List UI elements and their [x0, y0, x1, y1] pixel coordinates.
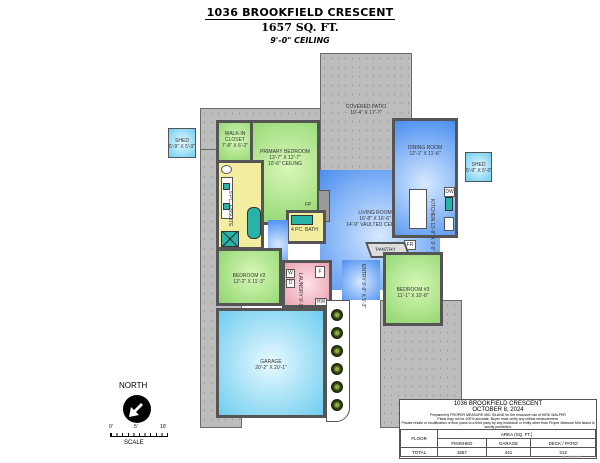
- garage: GARAGE 20'-2" X 20'-1": [216, 308, 326, 418]
- row-total: TOTAL: [399, 447, 439, 457]
- watermark: MLS#####: [562, 454, 582, 459]
- col-area: AREA (SQ. FT.): [437, 429, 596, 439]
- bath-label: 4 PC. BATH: [291, 227, 318, 233]
- closet-label: WALK-IN CLOSET: [224, 131, 246, 143]
- bath: 4 PC. BATH: [286, 210, 326, 244]
- shed-left-dims: 5'-9" X 5'-0": [169, 144, 196, 150]
- scale-tick-0: 0': [109, 424, 113, 430]
- garage-label: GARAGE: [260, 359, 282, 365]
- entry-label: ENTRY: [360, 264, 366, 281]
- dining-room-label: DINING ROOM: [407, 145, 443, 151]
- ensuite: 5 PC. ENSUITE: [216, 160, 264, 250]
- tub-icon: [291, 215, 313, 225]
- primary-bedroom-ceiling: 10'-6" CEILING: [267, 161, 303, 167]
- sink-icon: [223, 183, 230, 190]
- shed-right-label: SHED: [471, 162, 486, 168]
- ensuite-label: 5 PC. ENSUITE: [227, 191, 233, 227]
- tree-icon: [331, 399, 343, 411]
- kitchen-dims: 13'-8" X 9'-0": [429, 222, 435, 252]
- square-footage: 1657 SQ. FT.: [261, 21, 339, 34]
- covered-patio-label: COVERED PATIO: [345, 104, 387, 110]
- bedroom-2-dims: 12'-2" X 11'-3": [233, 279, 265, 285]
- laundry: W D F HW LAUNDRY 9'-10" X 7'-4": [282, 260, 332, 327]
- toilet-icon: [221, 165, 232, 174]
- covered-patio-dims: 19'-4" X 17'-7": [350, 110, 382, 116]
- tree-icon: [331, 363, 343, 375]
- sink-icon: [223, 203, 230, 210]
- scale-tick-5: 5': [134, 424, 138, 430]
- scale-label: SCALE: [124, 440, 144, 446]
- primary-bedroom-dims: 13'-7" X 12'-7": [269, 155, 301, 161]
- shed-right: SHED 5'-9" X 5'-0": [465, 152, 492, 182]
- tree-icon: [331, 327, 343, 339]
- laundry-label: LAUNDRY: [297, 273, 303, 297]
- living-room-ceiling: 14'-9" VAULTED CEILING: [346, 222, 404, 228]
- washer: W: [286, 269, 295, 278]
- north-label: NORTH: [119, 381, 148, 390]
- ceiling-height: 9'-0" CEILING: [270, 36, 330, 45]
- info-box: 1036 BROOKFIELD CRESCENT OCTOBER 8, 2024…: [399, 399, 597, 459]
- bathtub-icon: [247, 207, 261, 239]
- freezer: F: [315, 266, 325, 278]
- val-deck: 312: [530, 447, 596, 457]
- garage-dims: 20'-2" X 20'-1": [255, 365, 287, 371]
- val-finished: 1657: [437, 447, 487, 457]
- col-garage: GARAGE: [485, 438, 532, 448]
- living-room-label: LIVING ROOM: [358, 210, 392, 216]
- closet-dims: 7'-8" X 6'-2": [221, 143, 249, 149]
- val-garage: 441: [485, 447, 532, 457]
- address-title: 1036 BROOKFIELD CRESCENT: [204, 6, 396, 20]
- primary-bedroom-label: PRIMARY BEDROOM: [260, 149, 310, 155]
- info-disclaimer-2: Plans may not be 100% accurate. Buyer mu…: [437, 417, 559, 421]
- col-deck: DECK / PATIO: [530, 438, 596, 448]
- kitchen-label: KITCHEN: [429, 199, 435, 221]
- dining-room-dims: 12'-1" X 11'-6": [409, 151, 441, 157]
- kitchen-island: [409, 189, 427, 229]
- shed-left: SHED 5'-9" X 5'-0": [168, 128, 196, 158]
- col-finished: FINISHED: [437, 438, 487, 448]
- bedroom-3-dims: 11'-1" X 10'-8": [397, 293, 429, 299]
- north-arrow-icon: [123, 395, 151, 423]
- shed-left-label: SHED: [175, 138, 189, 144]
- dining-room: DINING ROOM 12'-1" X 11'-6" DW KITCHEN 1…: [392, 118, 458, 251]
- info-date: OCTOBER 8, 2024: [472, 407, 524, 413]
- dryer: D: [286, 279, 295, 288]
- tree-icon: [331, 381, 343, 393]
- shower-icon: [221, 231, 239, 247]
- tree-icon: [331, 309, 343, 321]
- bedroom-2: BEDROOM #2 12'-2" X 11'-3": [216, 248, 282, 306]
- scale-tick-10: 10': [160, 424, 167, 430]
- table-row: TOTAL 1657 441 312: [399, 447, 596, 457]
- col-floor: FLOOR: [399, 429, 439, 448]
- bedroom-3-label: BEDROOM #3: [396, 287, 430, 293]
- info-address: 1036 BROOKFIELD CRESCENT: [453, 401, 543, 407]
- info-disclaimer-3: Private resale or modification of floor …: [401, 421, 595, 429]
- stove-icon: [444, 217, 454, 231]
- entry-dims: 9'-9" X 5'-3": [360, 282, 366, 309]
- kitchen-sink-icon: [445, 197, 453, 211]
- shed-right-dims: 5'-9" X 5'-0": [466, 168, 493, 174]
- info-disclaimer-1: Prepared by PROPER MEASURE MID ISLAND fo…: [430, 413, 566, 417]
- walk-in-closet: WALK-IN CLOSET 7'-8" X 6'-2": [216, 120, 254, 164]
- bedroom-2-label: BEDROOM #2: [232, 273, 266, 279]
- entry: ENTRY 9'-9" X 5'-3": [342, 260, 380, 308]
- scale-bar: 0' 5' 10': [109, 424, 168, 438]
- tree-icon: [331, 345, 343, 357]
- living-room-dims: 16'-8" X 16'-6": [359, 216, 391, 222]
- area-table: FLOOR AREA (SQ. FT.) FINISHED GARAGE DEC…: [399, 429, 596, 457]
- bedroom-3: BEDROOM #3 11'-1" X 10'-8": [383, 252, 443, 326]
- planter: [326, 300, 350, 422]
- fireplace-label: FP: [305, 202, 312, 208]
- dishwasher: DW: [444, 187, 455, 197]
